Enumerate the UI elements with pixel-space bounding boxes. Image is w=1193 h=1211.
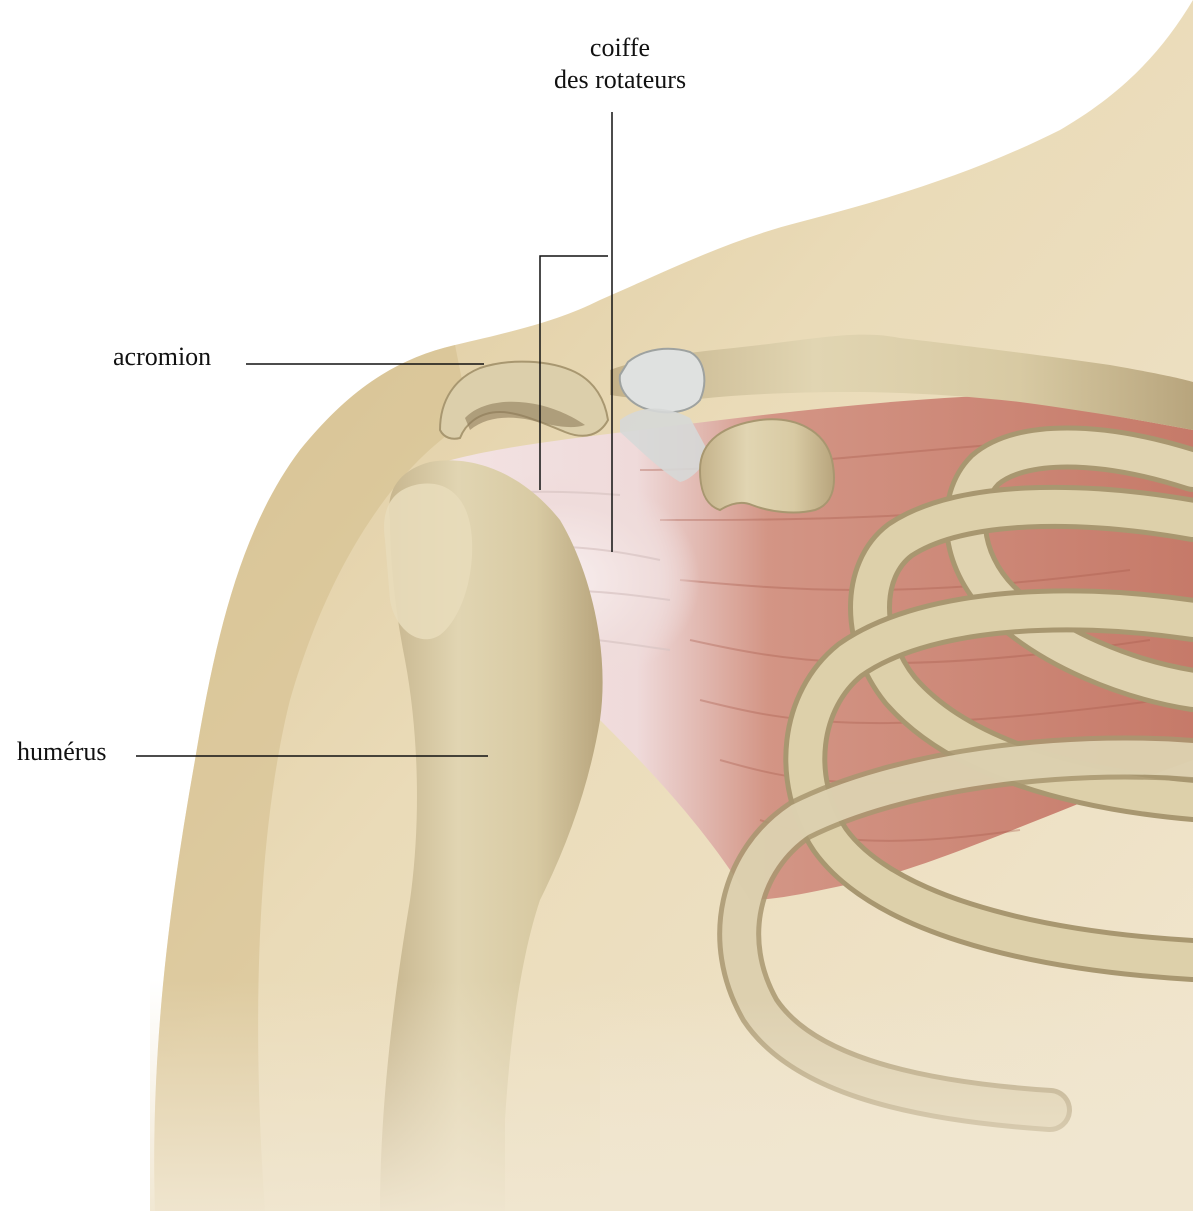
coracoid-process	[700, 419, 834, 512]
rotator-cuff-label: coiffe des rotateurs	[470, 32, 770, 96]
acromion-label: acromion	[113, 341, 211, 373]
humerus-label: humérus	[17, 736, 107, 768]
rotator-cuff-label-line1: coiffe	[470, 32, 770, 64]
ac-ligament	[620, 349, 705, 413]
rotator-cuff-label-line2: des rotateurs	[470, 64, 770, 96]
bottom-fade	[600, 1000, 1193, 1211]
